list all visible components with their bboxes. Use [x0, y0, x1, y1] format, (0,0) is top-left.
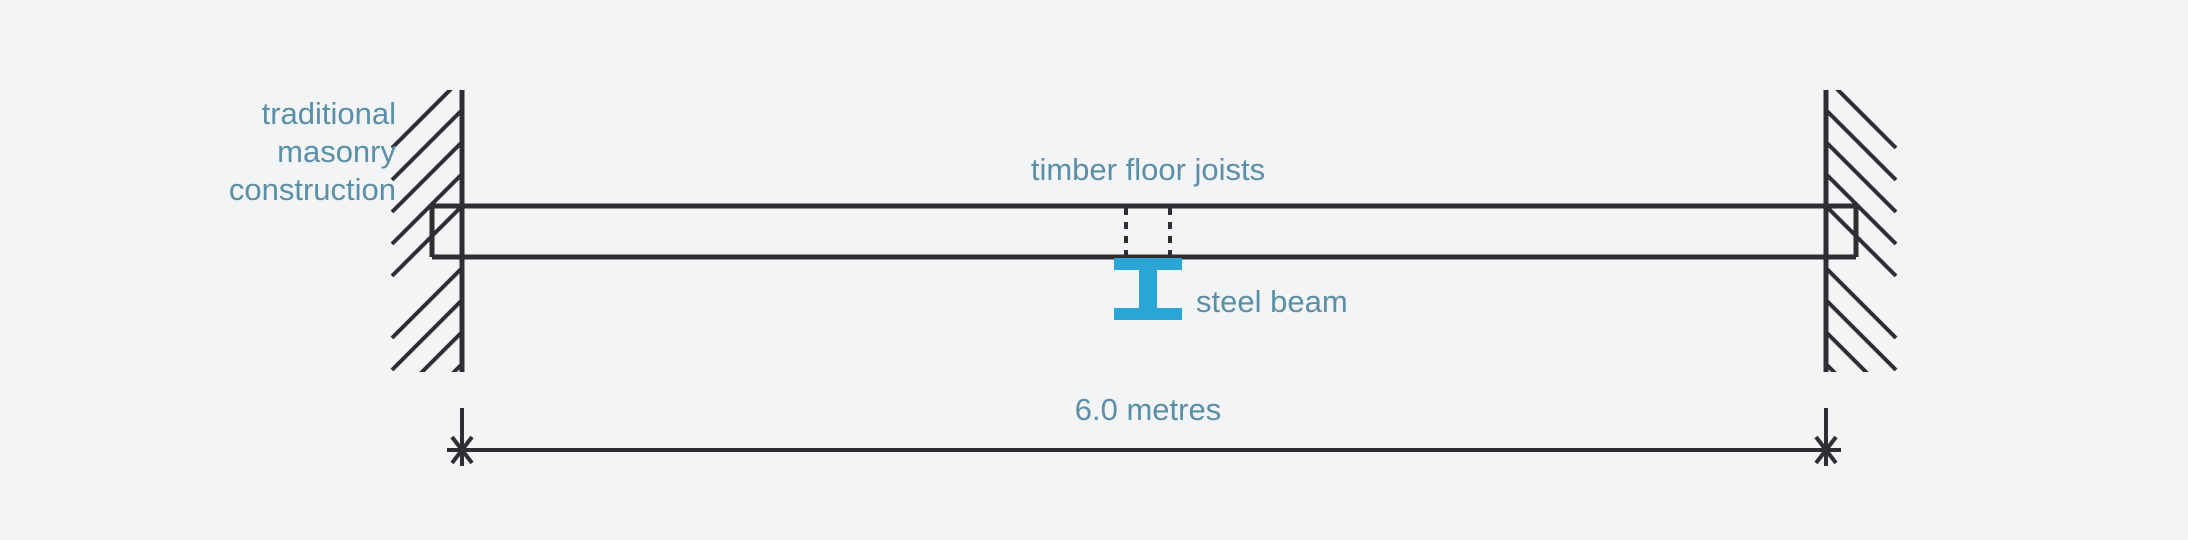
steel-beam-top-flange [1114, 258, 1182, 270]
label-timber-floor-joists: timber floor joists [1031, 152, 1265, 187]
label-masonry-line1: traditional [262, 96, 396, 131]
label-span-dimension: 6.0 metres [1075, 392, 1221, 427]
span-dimension [447, 408, 1841, 466]
left-masonry-wall [390, 90, 465, 372]
label-masonry-line3: construction [229, 172, 396, 207]
right-wall-hatching [1826, 90, 1898, 372]
steel-beam-bottom-flange [1114, 308, 1182, 320]
right-masonry-wall [1823, 90, 1898, 372]
steel-beam-section [1114, 258, 1182, 320]
timber-floor-joist-zone [432, 203, 1856, 260]
steel-beam-web [1139, 268, 1157, 310]
dimension-marker-left [447, 435, 477, 465]
left-wall-hatching [390, 90, 462, 372]
labels-group: traditional masonry construction timber … [229, 96, 1348, 427]
label-masonry-line2: masonry [277, 134, 396, 169]
label-steel-beam: steel beam [1196, 284, 1348, 319]
dimension-marker-right [1811, 435, 1841, 465]
